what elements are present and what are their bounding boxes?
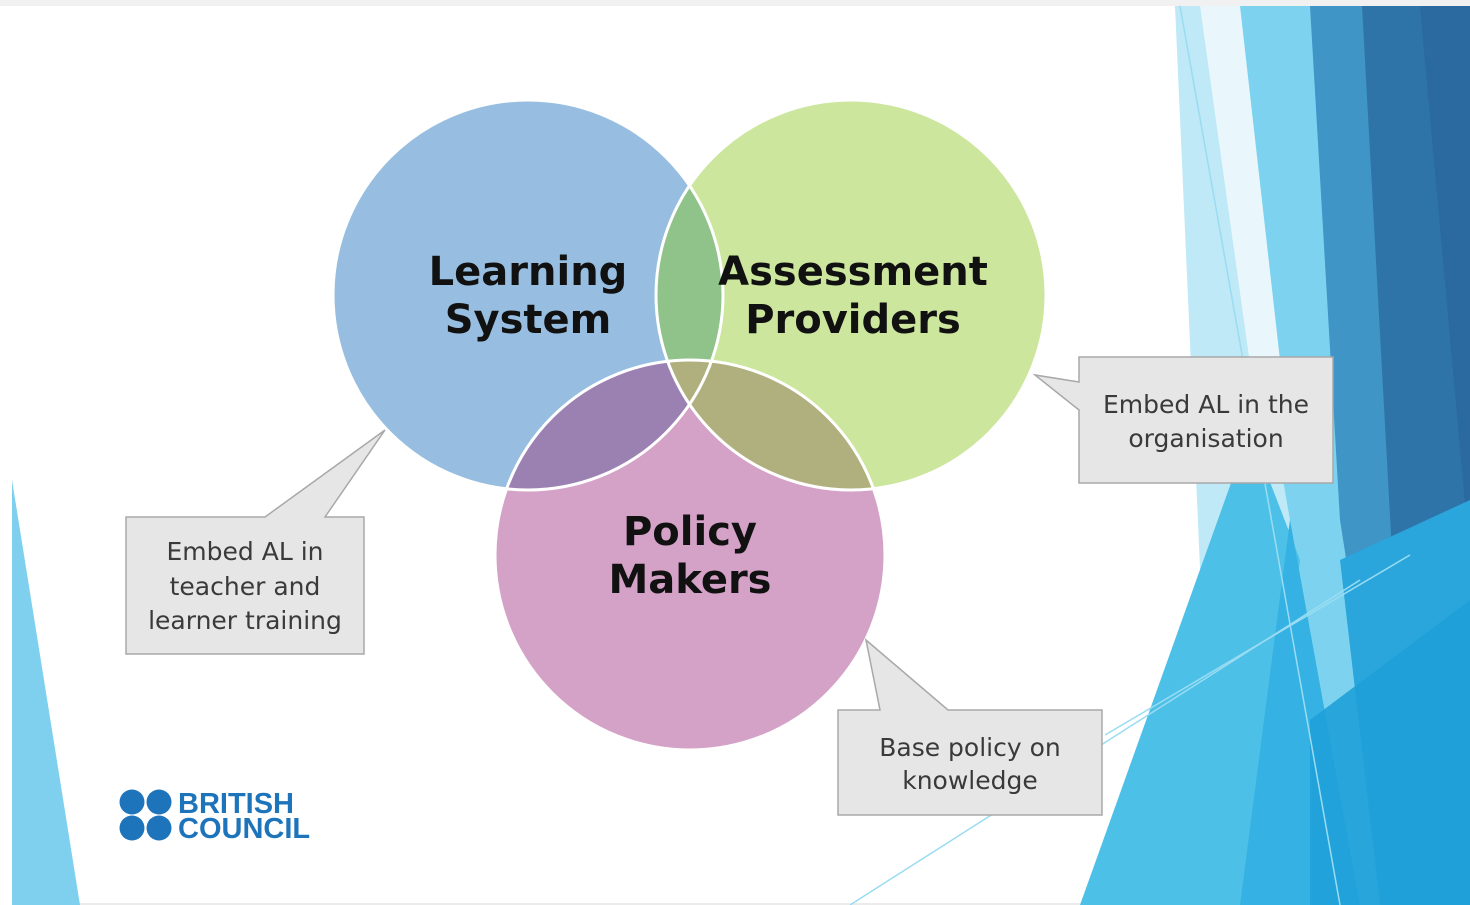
logo-text-line2: COUNCIL	[178, 813, 310, 845]
callout-assessment-line1: Embed AL in the	[1103, 390, 1309, 419]
logo-text-line1: BRITISH	[178, 788, 294, 820]
callout-assessment: Embed AL in the organisation	[1032, 356, 1334, 484]
callout-learning-line3: learner training	[148, 606, 342, 635]
callout-policy-line2: knowledge	[902, 766, 1038, 795]
four-dots-logo-icon	[119, 789, 172, 841]
british-council-logo: BRITISH COUNCIL	[119, 788, 310, 845]
learning-system-label-line2: System	[445, 297, 612, 343]
callout-learning: Embed AL in teacher and learner training	[125, 429, 386, 655]
callout-policy: Base policy on knowledge	[837, 638, 1103, 816]
slide-top-border	[0, 0, 1470, 6]
overlap-assessment-policy	[656, 360, 885, 490]
slide-bottom-border	[0, 903, 1470, 905]
venn-diagram: Learning System Assessment Providers Pol…	[331, 98, 1048, 752]
policy-makers-label-line1: Policy	[623, 509, 757, 555]
assessment-providers-label-line2: Providers	[745, 297, 961, 343]
overlap-learning-policy	[495, 360, 723, 490]
callout-policy-line1: Base policy on	[879, 733, 1061, 762]
assessment-providers-label-line1: Assessment	[718, 249, 988, 295]
policy-makers-label-line2: Makers	[609, 557, 772, 603]
callout-learning-line1: Embed AL in	[167, 537, 324, 566]
learning-system-label-line1: Learning	[429, 249, 628, 295]
callout-learning-line2: teacher and	[170, 572, 321, 601]
left-decoration	[0, 470, 80, 905]
callout-assessment-line2: organisation	[1128, 424, 1283, 453]
right-decoration	[1080, 6, 1470, 905]
